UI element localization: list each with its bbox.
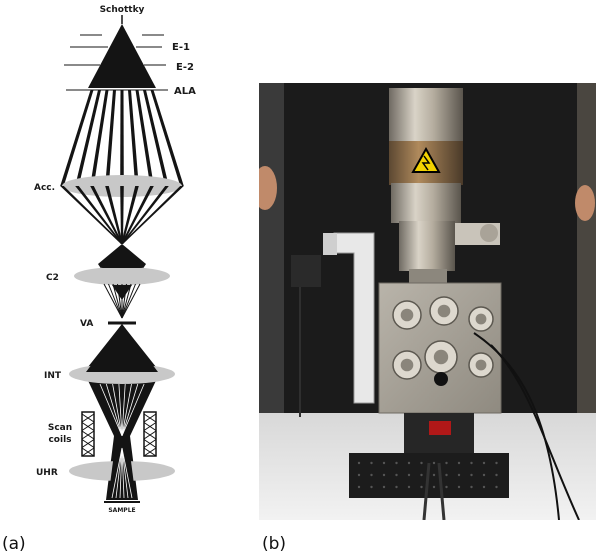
uhr-label: UHR xyxy=(36,468,58,478)
e1-label: E-1 xyxy=(172,42,190,53)
int-label: INT xyxy=(44,371,62,381)
e2-label: E-2 xyxy=(176,62,194,73)
chamber-ports xyxy=(392,296,494,386)
column-middle xyxy=(399,221,455,271)
panel-label-b: (b) xyxy=(262,534,287,554)
scan-coil-right xyxy=(143,411,157,457)
electronics-box xyxy=(291,255,321,287)
beam-rays-int xyxy=(99,383,145,437)
panel-label-a: (a) xyxy=(2,534,26,554)
beam-rays-upper xyxy=(60,90,184,186)
ala-label: ALA xyxy=(174,86,196,97)
c2-lens xyxy=(74,267,170,285)
c2-label: C2 xyxy=(46,273,59,283)
scan-label-line1: Scan xyxy=(48,423,72,433)
electron-column-diagram: Schottky E-1 E-2 ALA Acc. C2 VA INT Scan… xyxy=(34,5,196,514)
scan-label-line2: coils xyxy=(48,435,71,445)
beam-rays-lower xyxy=(111,447,133,499)
sample-label: SAMPLE xyxy=(108,507,135,514)
column-top xyxy=(389,88,463,146)
schottky-label: Schottky xyxy=(100,5,145,15)
microscope-photo xyxy=(259,83,596,520)
hand-left xyxy=(259,166,277,210)
scan-coil-left xyxy=(81,411,95,457)
va-label: VA xyxy=(80,319,93,329)
high-voltage-icon xyxy=(411,146,441,173)
beam-rays-acc xyxy=(60,186,184,244)
beam-rays-c2 xyxy=(103,283,141,319)
emission-cone xyxy=(88,24,156,88)
acc-label: Acc. xyxy=(34,183,55,193)
hand-right xyxy=(575,185,595,221)
